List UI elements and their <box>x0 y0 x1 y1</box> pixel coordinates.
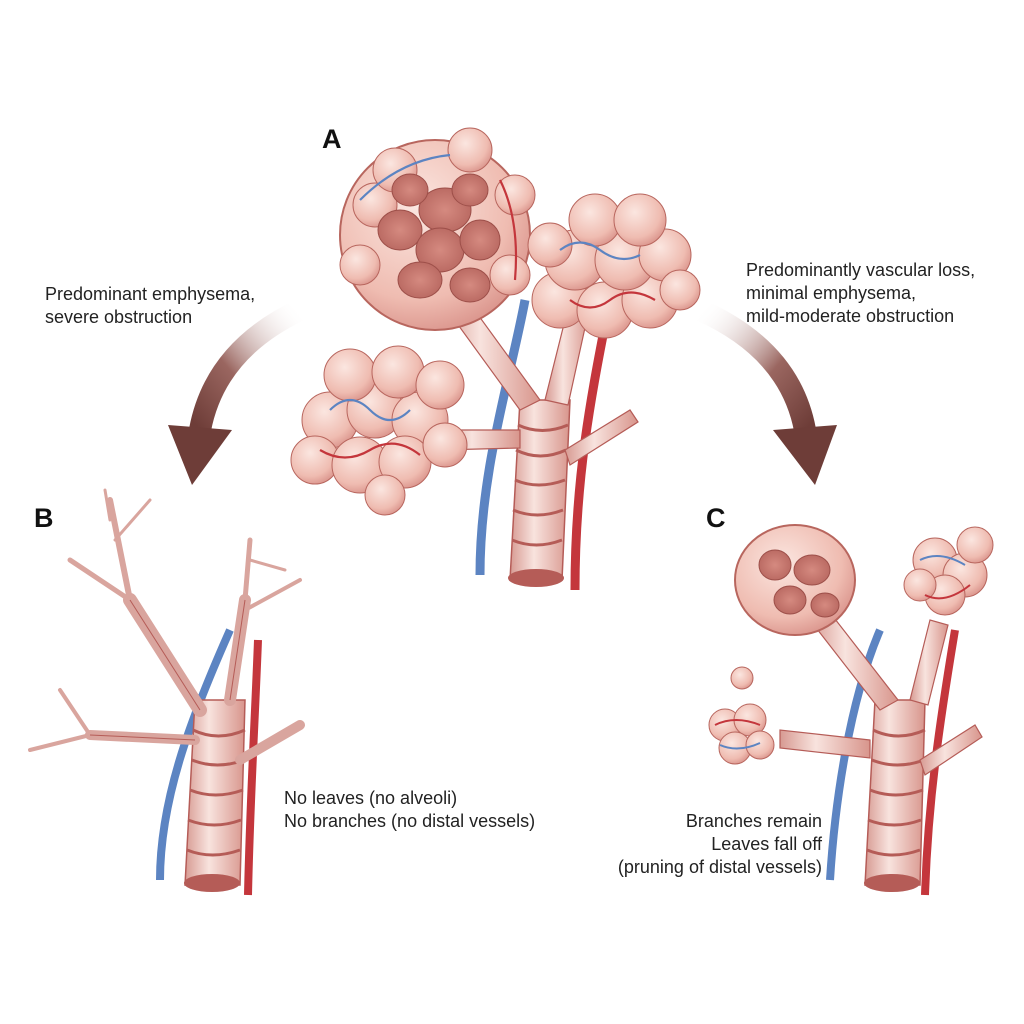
arrow-right <box>689 299 837 485</box>
panel-c-illustration <box>708 524 994 896</box>
caption-line: No leaves (no alveoli) <box>284 788 458 808</box>
arrow-left <box>168 299 311 485</box>
caption-line: (pruning of distal vessels) <box>617 857 822 877</box>
caption-panel-c: Branches remain Leaves fall off (pruning… <box>618 810 822 879</box>
normal-alveoli-cluster-lower <box>290 345 468 516</box>
caption-line: minimal emphysema, <box>746 283 917 303</box>
caption-line: Branches remain <box>685 811 822 831</box>
caption-predominant-emphysema: Predominant emphysema, severe obstructio… <box>45 283 255 329</box>
caption-line: No branches (no distal vessels) <box>284 811 536 831</box>
caption-line: Predominant emphysema, <box>45 284 256 304</box>
panel-label-a: A <box>322 124 342 154</box>
caption-line: mild-moderate obstruction <box>746 306 955 326</box>
normal-alveoli-cluster-right <box>527 193 701 339</box>
panel-b-illustration <box>28 488 305 896</box>
alveoli-cluster-c-right <box>903 526 994 616</box>
caption-panel-b: No leaves (no alveoli) No branches (no d… <box>284 787 535 833</box>
alveoli-cluster-c-lower <box>708 666 775 765</box>
emphysema-cluster <box>339 127 536 331</box>
panel-label-c: C <box>706 503 726 533</box>
caption-vascular-loss: Predominantly vascular loss, minimal emp… <box>746 259 975 328</box>
caption-line: Leaves fall off <box>711 834 822 854</box>
caption-line: severe obstruction <box>45 307 193 327</box>
panel-a-illustration <box>290 127 701 591</box>
emphysema-cluster-c <box>734 524 856 636</box>
caption-line: Predominantly vascular loss, <box>746 260 976 280</box>
panel-label-b: B <box>34 503 54 533</box>
